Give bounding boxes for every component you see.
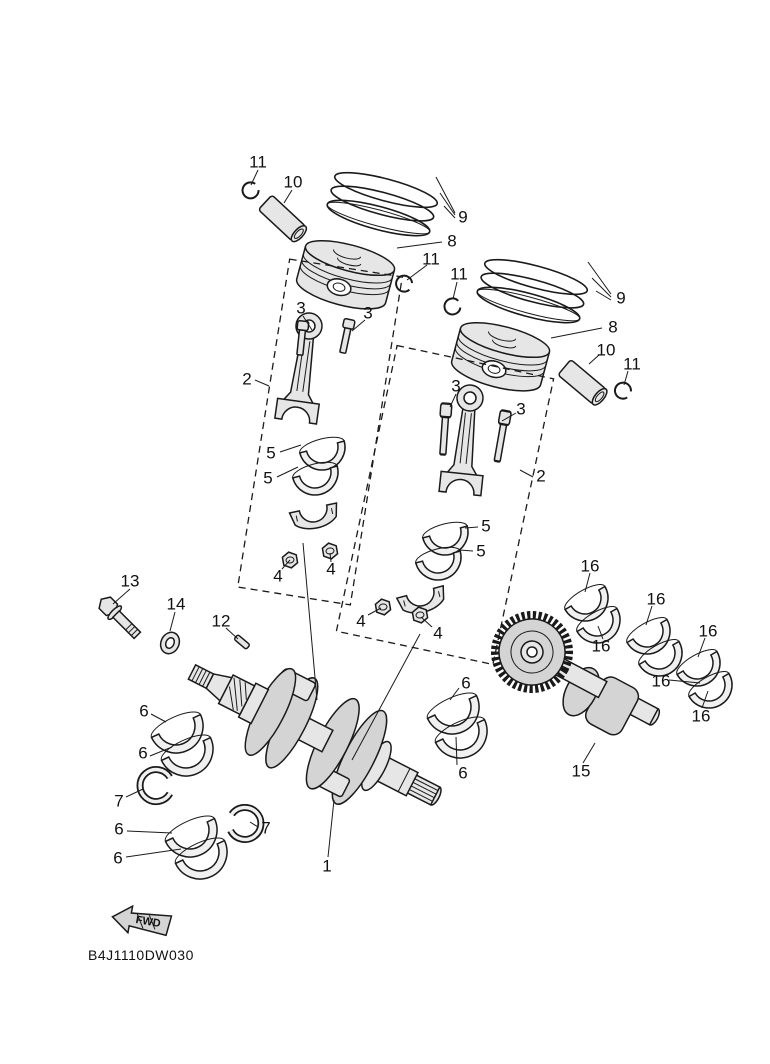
dowel-pin: [234, 634, 250, 650]
callout-11: 11: [450, 265, 468, 284]
callout-13: 13: [121, 572, 140, 591]
rod-nut-2a: [373, 597, 393, 617]
thrust-ring-2: [226, 804, 264, 843]
callout-16: 16: [647, 590, 666, 609]
callout-6: 6: [113, 849, 122, 868]
callout-7: 7: [261, 819, 270, 838]
callout-16: 16: [699, 622, 718, 641]
rod-assembly-box-1: [236, 258, 404, 606]
crankshaft: [187, 663, 442, 806]
balancer-gear: [491, 611, 573, 693]
callout-12: 12: [212, 612, 231, 631]
callout-16: 16: [581, 557, 600, 576]
piston-pin-2: [557, 358, 611, 409]
rod-bearing-1a: [296, 432, 351, 476]
callout-6: 6: [458, 764, 467, 783]
rod-bolt-2a: [436, 402, 454, 456]
callout-4: 4: [433, 624, 442, 643]
callout-16: 16: [692, 707, 711, 726]
callout-1: 1: [322, 857, 331, 876]
callout-4: 4: [326, 560, 335, 579]
rod-assembly-box-2: [335, 344, 555, 666]
circlip-2b: [610, 378, 635, 403]
callout-11: 11: [623, 355, 641, 374]
callout-6: 6: [139, 702, 148, 721]
callout-3: 3: [363, 304, 372, 323]
callout-6: 6: [114, 820, 123, 839]
callout-5: 5: [476, 542, 485, 561]
callout-10: 10: [284, 173, 303, 192]
callout-6: 6: [138, 744, 147, 763]
callout-14: 14: [167, 595, 186, 614]
callout-5: 5: [266, 444, 275, 463]
callout-5: 5: [263, 469, 272, 488]
rod-cap-1: [288, 502, 342, 534]
fwd-label: FWD: [135, 914, 162, 930]
callout-16: 16: [652, 672, 671, 691]
callout-3: 3: [296, 299, 305, 318]
circlip-2a: [442, 296, 463, 317]
callout-4: 4: [356, 612, 365, 631]
main-bearing-3b: [430, 710, 497, 768]
callout-11: 11: [422, 250, 440, 269]
callout-7: 7: [114, 792, 123, 811]
crank-washer: [159, 631, 181, 655]
rod-bolt-2b: [490, 408, 513, 464]
callout-2: 2: [536, 467, 545, 486]
callout-2: 2: [242, 370, 251, 389]
leader-lines: [112, 169, 709, 858]
piston-pin-1: [257, 194, 310, 245]
callout-9: 9: [616, 289, 625, 308]
piston-ring-set-2: [473, 251, 591, 331]
callout-5: 5: [481, 517, 490, 536]
crank-bolt: [98, 596, 142, 640]
callout-4: 4: [273, 567, 282, 586]
balancer-bearing-1a: [560, 578, 618, 631]
rod-bearing-2a: [419, 517, 474, 561]
callout-8: 8: [447, 232, 456, 251]
main-bearing-1a: [146, 705, 213, 763]
callout-11: 11: [249, 153, 267, 172]
callout-8: 8: [608, 318, 617, 337]
callout-3: 3: [451, 377, 460, 396]
callout-9: 9: [458, 208, 467, 227]
callout-3: 3: [516, 400, 525, 419]
callout-15: 15: [572, 762, 591, 781]
callout-16: 16: [592, 637, 611, 656]
diagram-code: B4J1110DW030: [88, 947, 194, 963]
piston-1: [292, 232, 399, 318]
piston-ring-set-1: [323, 164, 441, 244]
callout-10: 10: [597, 341, 616, 360]
balancer-shaft: [491, 611, 661, 736]
thrust-ring-1: [138, 767, 174, 804]
circlip-1a: [239, 179, 262, 202]
callout-6: 6: [461, 674, 470, 693]
balancer-bearing-2a: [622, 611, 680, 664]
main-bearing-2b: [170, 831, 237, 889]
fwd-arrow: FWD: [111, 904, 173, 937]
rod-bolt-1b: [336, 317, 356, 355]
